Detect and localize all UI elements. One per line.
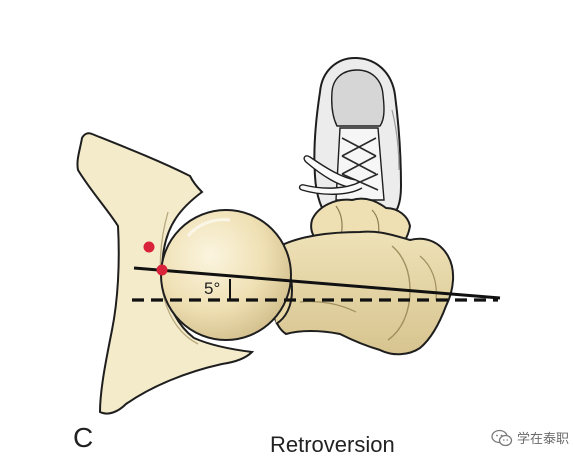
watermark-text: 学在泰职 [516,432,569,447]
humeral-head [160,209,294,341]
humerus-bone [270,230,454,356]
wechat-logo-icon [491,429,513,446]
panel-letter: C [73,422,94,453]
landmark-dot-upper [143,241,155,253]
humeral-head-axis-line [133,266,501,300]
landmark-dot-lower [156,264,168,276]
shoe-illustration [298,56,403,222]
watermark: 学在泰职 [491,428,569,447]
figure-caption: Retroversion [270,432,395,457]
scapula-bone [76,132,255,415]
angle-label: 5° [204,279,221,298]
